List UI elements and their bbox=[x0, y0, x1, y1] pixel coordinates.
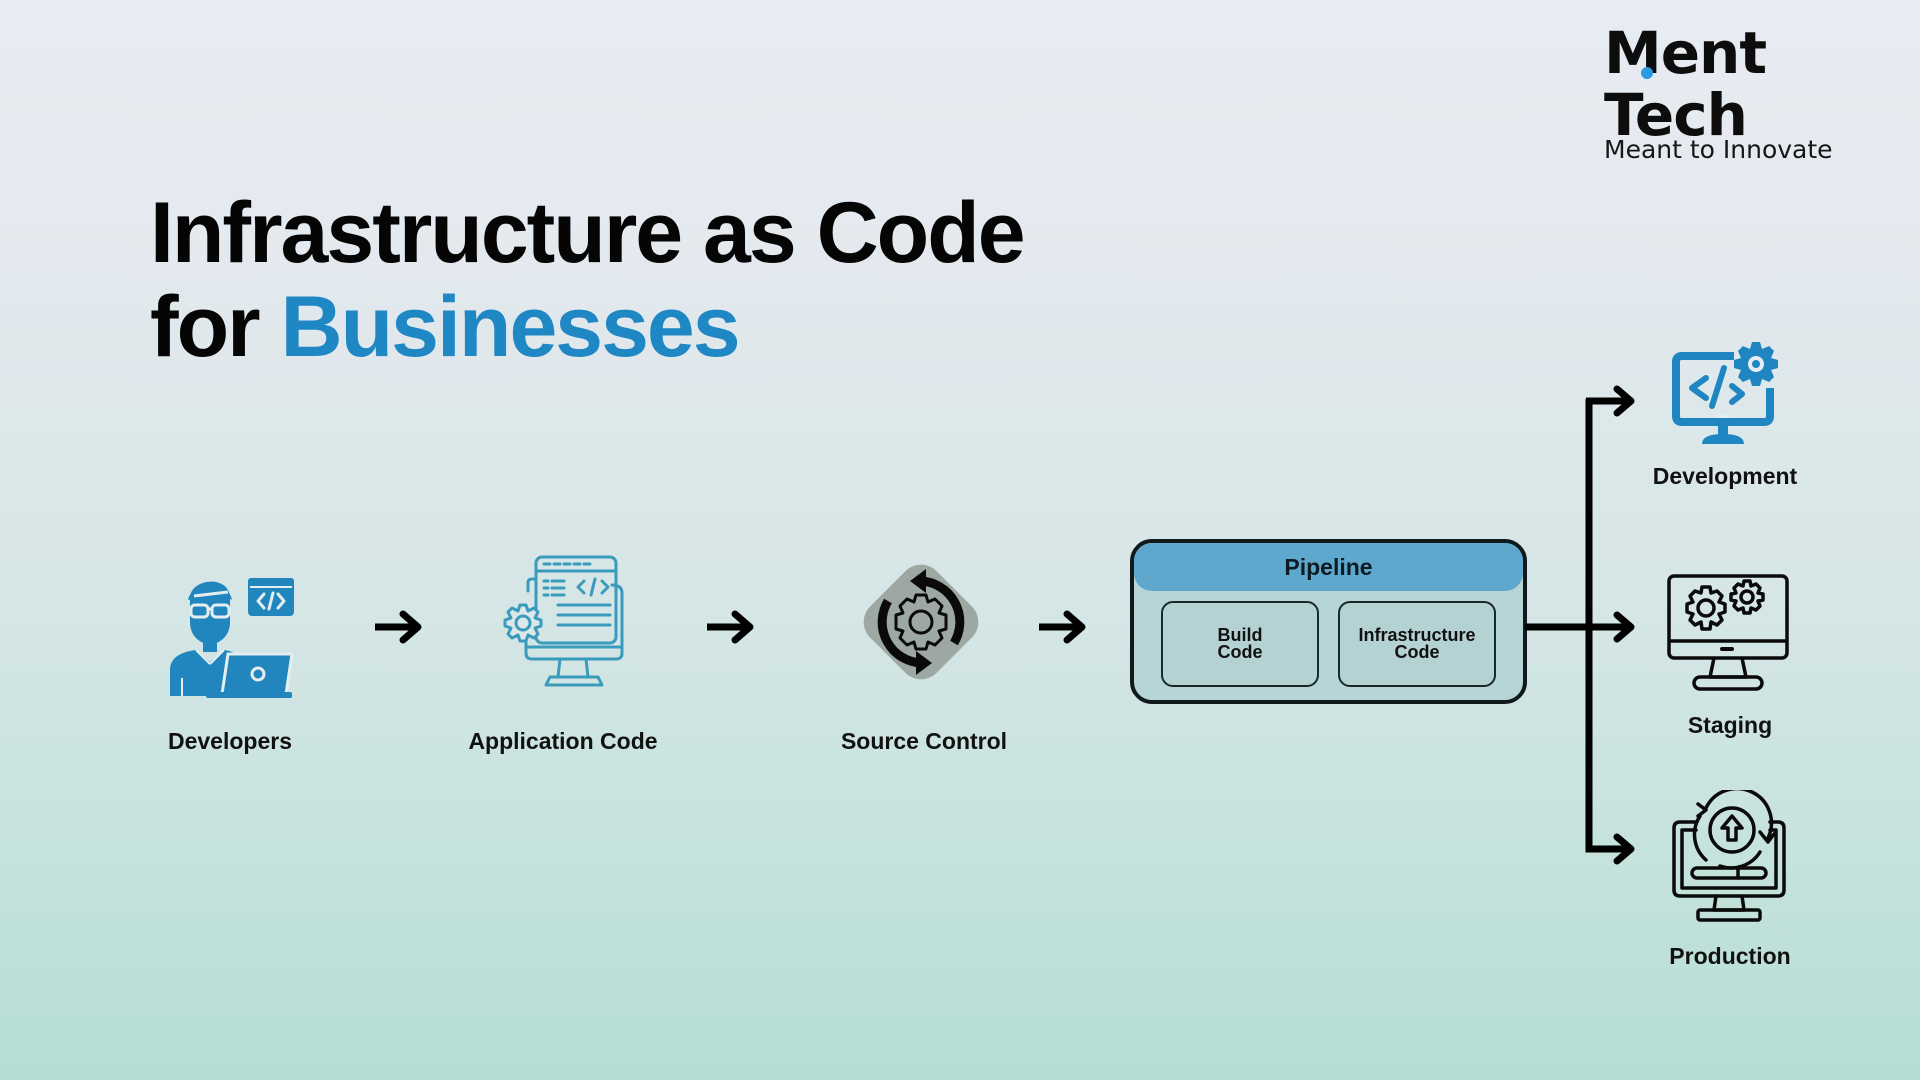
brand-logo: Ment Tech Meant to Innovate bbox=[1604, 22, 1904, 162]
arrow-right-icon bbox=[1037, 610, 1089, 644]
stage-line: Infrastructure bbox=[1358, 625, 1476, 645]
production-monitor-icon bbox=[1668, 786, 1792, 929]
arrow-right-icon bbox=[705, 610, 757, 644]
application-code-icon bbox=[498, 553, 630, 694]
step-label-developers: Developers bbox=[167, 728, 293, 754]
step-label-application-code: Application Code bbox=[468, 728, 658, 754]
arrow-production-icon bbox=[1613, 833, 1635, 865]
env-label-development: Development bbox=[1652, 463, 1798, 489]
arrow-right-icon bbox=[373, 610, 425, 644]
developer-icon bbox=[166, 570, 298, 705]
brand-tagline: Meant to Innovate bbox=[1604, 135, 1833, 164]
pipeline-title: Pipeline bbox=[1134, 543, 1523, 591]
env-label-staging: Staging bbox=[1687, 712, 1773, 738]
title-accent: Businesses bbox=[280, 279, 741, 375]
title-line-1: Infrastructure as Code bbox=[150, 185, 1026, 281]
arrow-staging-icon bbox=[1613, 611, 1635, 643]
arrow-development-icon bbox=[1613, 385, 1635, 417]
title-line-2: for Businesses bbox=[150, 280, 1024, 374]
env-label-production: Production bbox=[1669, 943, 1791, 969]
stage-line: Code bbox=[1394, 642, 1440, 662]
branch-connector bbox=[1525, 385, 1645, 870]
page-title: Infrastructure as Code for Businesses bbox=[150, 185, 1026, 374]
development-monitor-icon bbox=[1672, 340, 1782, 453]
staging-monitor-icon bbox=[1666, 573, 1790, 700]
step-label-source-control: Source Control bbox=[840, 728, 1008, 754]
title-prefix: for bbox=[150, 279, 261, 375]
stage-line: Build bbox=[1217, 625, 1263, 645]
brand-name: Ment Tech bbox=[1604, 19, 1767, 149]
stage-line: Code bbox=[1217, 642, 1263, 662]
brand-dot-icon bbox=[1641, 67, 1653, 79]
source-control-icon bbox=[842, 543, 1000, 706]
